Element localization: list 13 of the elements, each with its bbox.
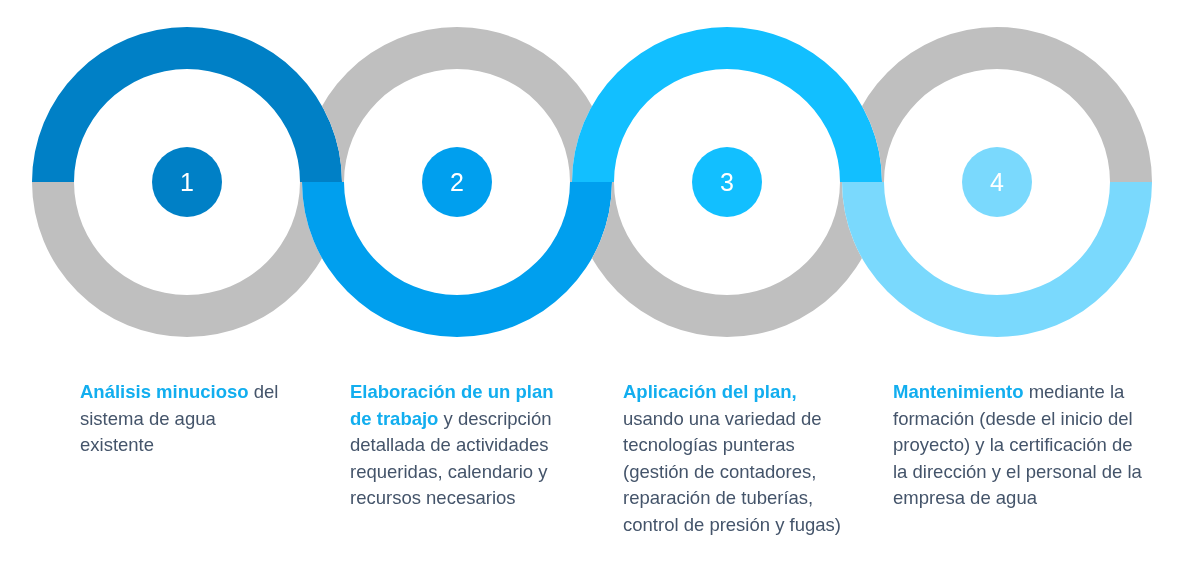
number-circle — [152, 147, 222, 217]
step-number: 3 — [720, 168, 734, 196]
number-circle — [692, 147, 762, 217]
number-circle — [422, 147, 492, 217]
number-circle — [962, 147, 1032, 217]
step-description: Mantenimiento mediante la formación (desde el inicio del proyecto) y la certificación de la dirección y el personal de la empresa de agua — [893, 380, 1143, 511]
step-description: Aplicación del plan, usando una variedad de tecnologías punteras (gestión de contadores, reparación de tuberías, control de presión y fugas) — [623, 380, 842, 537]
step-number: 2 — [450, 168, 464, 196]
ring — [842, 27, 1152, 337]
step-description: Análisis minucioso del sistema de agua existente — [80, 380, 280, 458]
step-number: 4 — [990, 168, 1004, 196]
step-description: Elaboración de un plan de trabajo y descripción detallada de actividades requeridas, calendario y recursos necesarios — [350, 380, 555, 511]
step-number: 1 — [180, 168, 194, 196]
